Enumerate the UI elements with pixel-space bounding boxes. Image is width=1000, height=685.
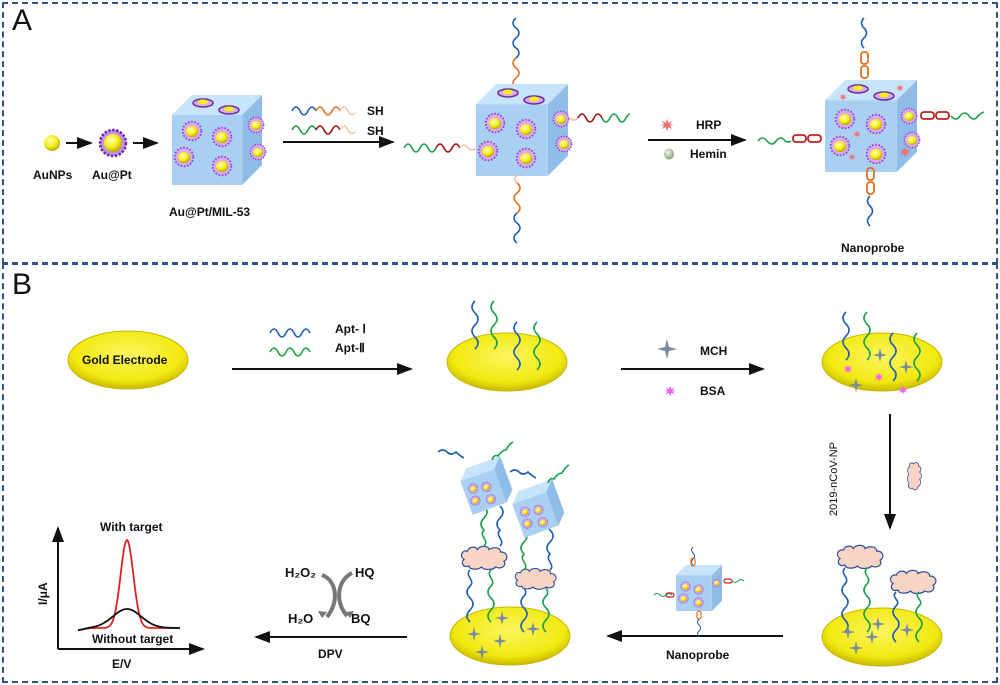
nanoprobe-label-a: Nanoprobe [841,241,905,255]
electrode-with-aptamers [446,300,568,392]
panel-b-label: B [12,268,33,301]
virus-np-icon [906,461,923,491]
sh-label-2: SH [367,124,384,138]
mof-cube [172,95,267,185]
electrode-with-target [821,544,943,667]
aunps-label: AuNPs [33,168,73,182]
bq-label: BQ [351,611,371,626]
blocked-electrode [821,311,943,395]
mof-cube-dna [403,17,631,244]
aupt-particle [98,128,128,158]
apt1-strand-icon [269,328,311,338]
apt2-label: Apt-Ⅱ [335,341,365,355]
apt1-label: Apt- Ⅰ [335,322,366,336]
sandwich-electrode [437,441,571,666]
hrp-icon [660,118,674,132]
curve-with-target [78,538,180,631]
catalytic-cycle-arrows [321,571,354,619]
mch-icon [657,339,677,359]
curve-without-target [77,608,180,631]
target-label: 2019-nCoV-NP [828,442,840,516]
bsa-label: BSA [700,384,726,398]
nanoprobe-small [653,546,745,638]
hq-label: HQ [355,565,375,580]
hrp-label: HRP [696,118,722,132]
arrow-head-h2o [318,611,327,618]
hemin-label: Hemin [690,147,727,161]
dpv-label: DPV [318,647,343,661]
h2o-label: H₂O [288,611,314,626]
without-target-label: Without target [92,632,174,646]
with-target-label: With target [100,520,163,534]
dpv-plot [52,526,205,655]
dna-strand-blue-legend [291,106,356,116]
h2o2-label: H₂O₂ [285,565,317,580]
panel-a-label: A [12,4,33,37]
mof-label: Au@Pt/MIL-53 [169,205,251,219]
apt2-strand-icon [269,347,311,357]
mch-label: MCH [700,344,728,358]
y-axis-label: I/μA [36,582,50,605]
aunp-particle [44,135,60,151]
arrow-head-bq [345,611,354,618]
panel-b [2,263,998,683]
bsa-icon [664,385,676,397]
nanoprobe-cube [757,17,985,227]
aupt-label: Au@Pt [92,168,132,182]
hemin-icon [664,148,674,160]
nanoprobe-label-b: Nanoprobe [666,648,730,662]
x-axis-label: E/V [112,657,132,671]
dna-strand-green-legend [291,125,356,135]
gold-electrode [67,330,189,390]
gold-electrode-label: Gold Electrode [82,353,168,367]
sh-label-1: SH [367,104,384,118]
